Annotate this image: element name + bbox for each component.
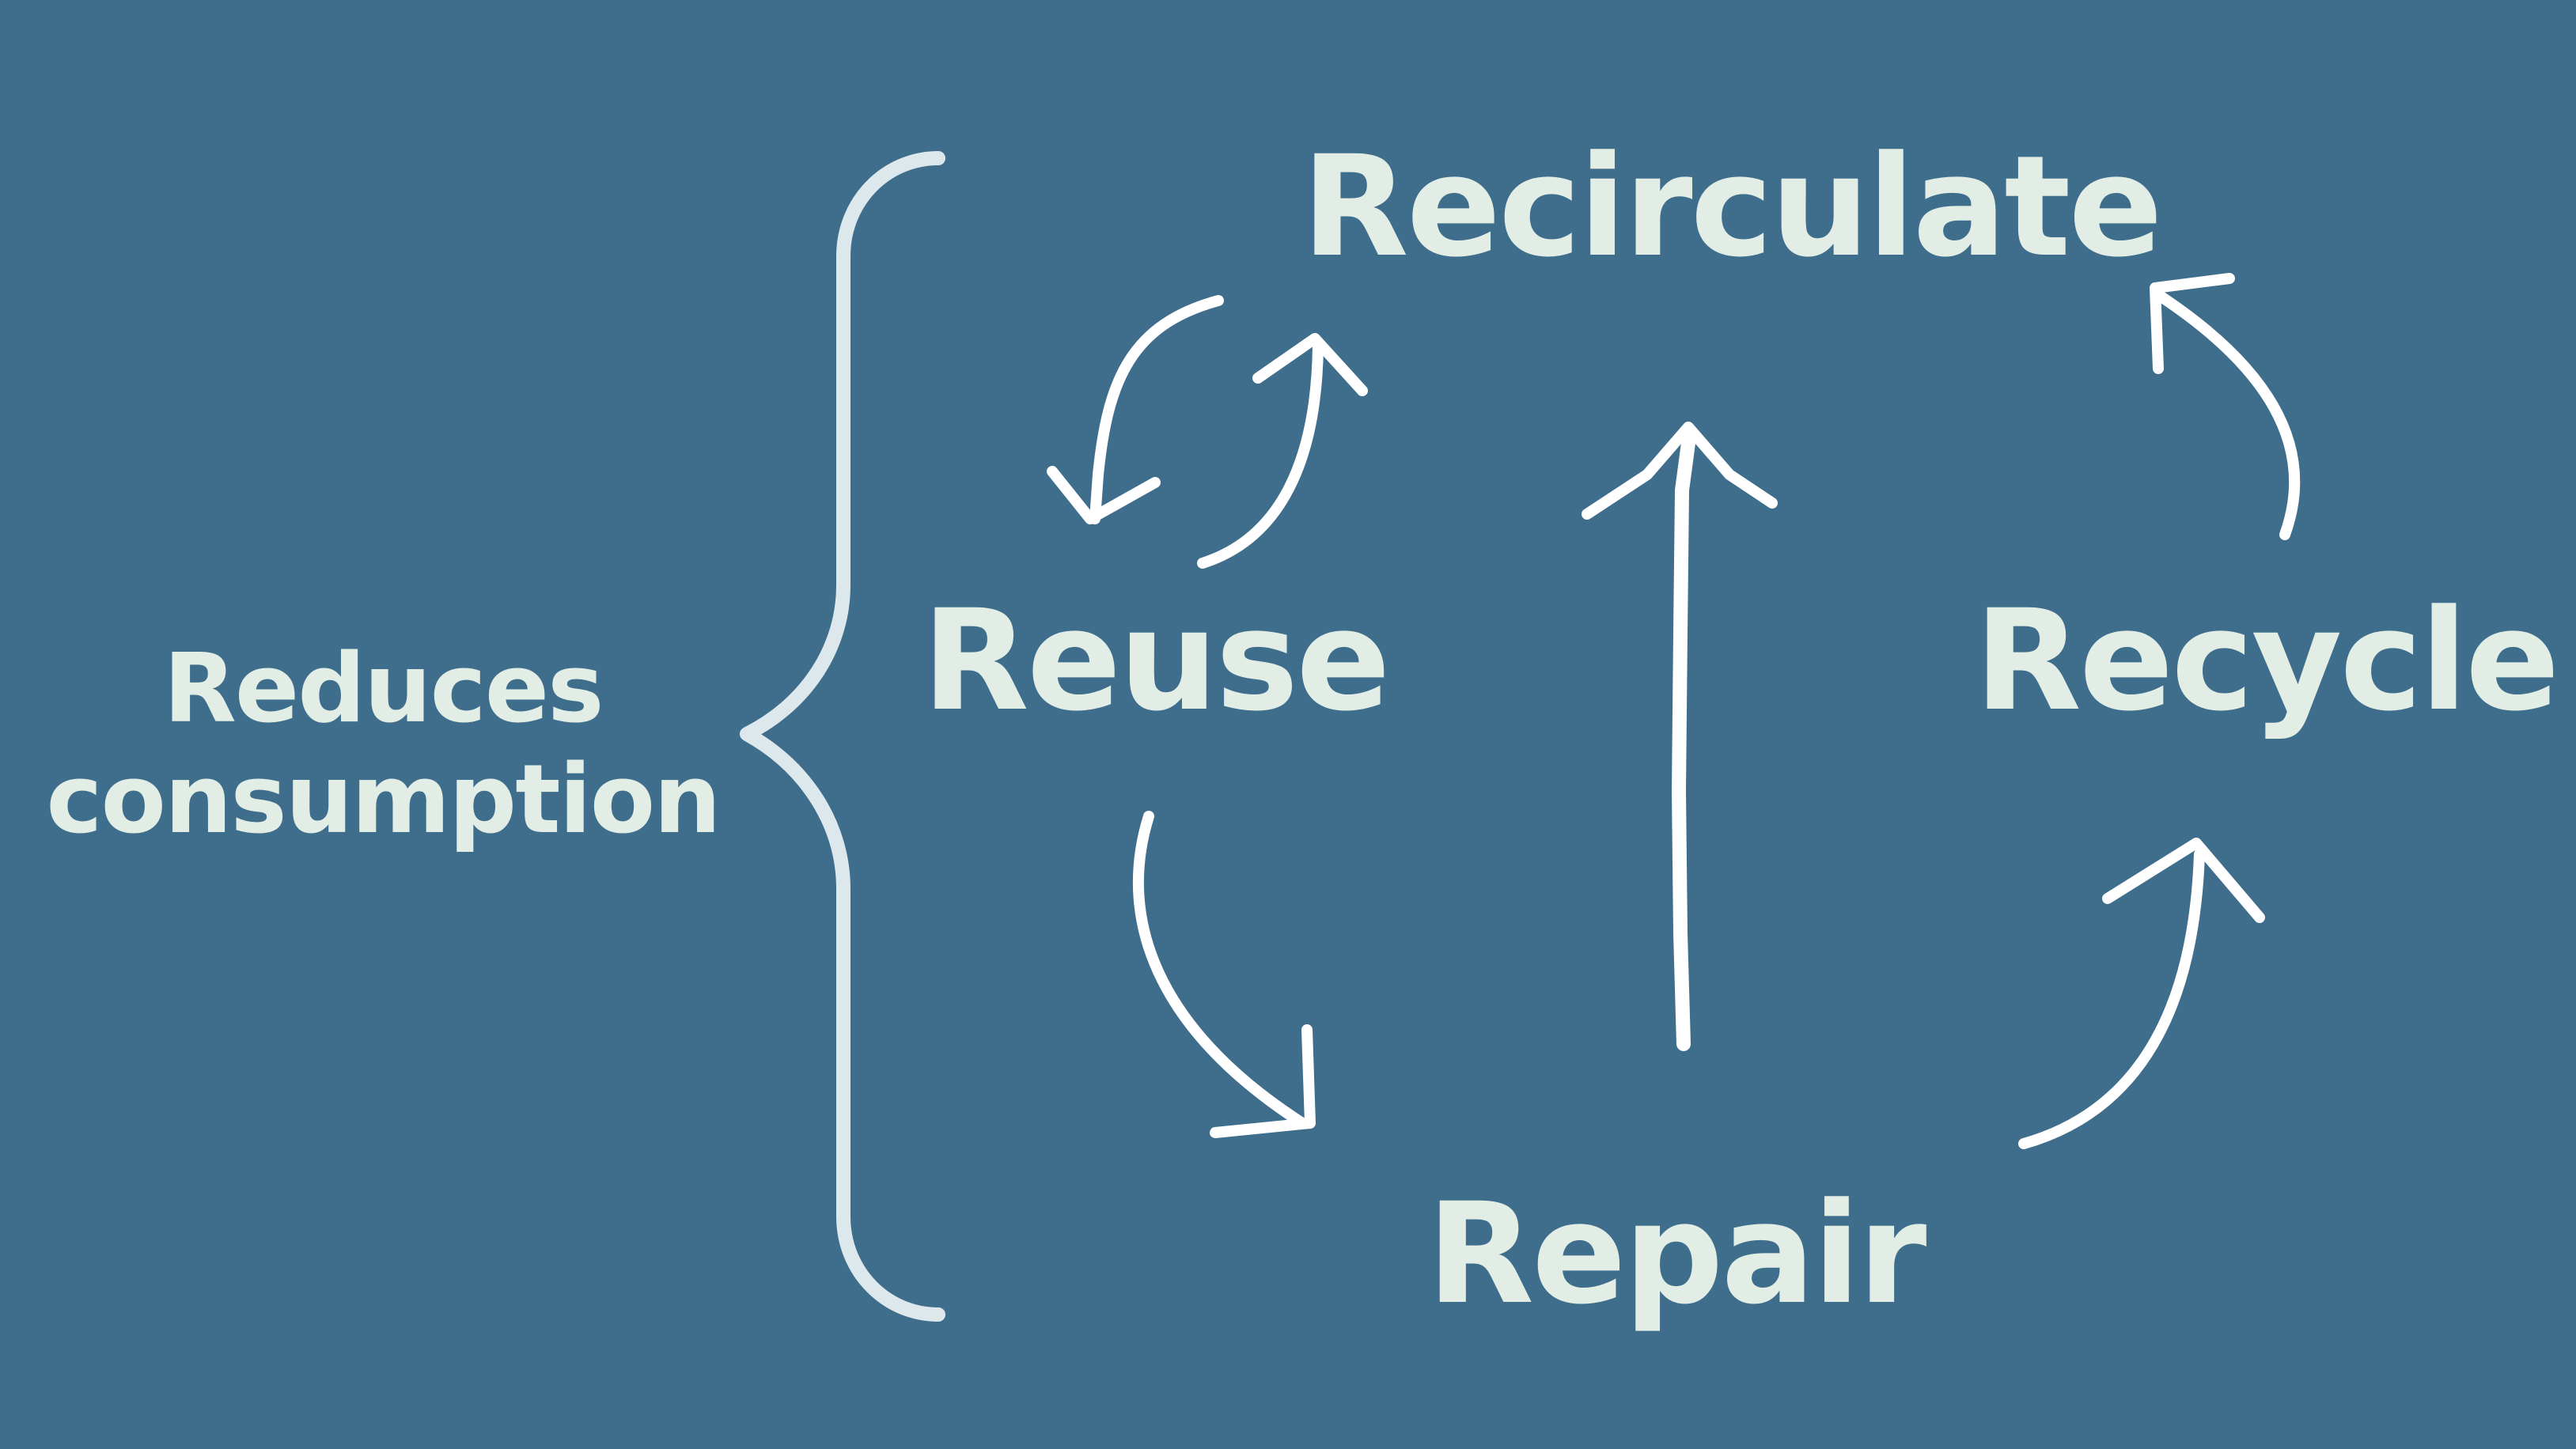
arrow-reuse-to-recirculate (1197, 333, 1368, 569)
node-recirculate: Recirculate (1301, 126, 2161, 288)
side-label-line1: Reduces (163, 634, 602, 744)
node-repair: Repair (1427, 1173, 1927, 1335)
curly-brace (740, 151, 945, 1322)
arrow-repair-to-recycle (2018, 838, 2265, 1149)
arrow-recirculate-to-reuse (1047, 295, 1224, 524)
arrow-recycle-to-recirculate (2150, 273, 2301, 540)
arrow-reuse-to-repair (1132, 811, 1316, 1138)
arrow-repair-to-recirculate-center (1582, 422, 1778, 1051)
node-reuse: Reuse (922, 580, 1388, 742)
node-recycle: Recycle (1975, 580, 2558, 742)
side-label-line2: consumption (46, 745, 719, 855)
